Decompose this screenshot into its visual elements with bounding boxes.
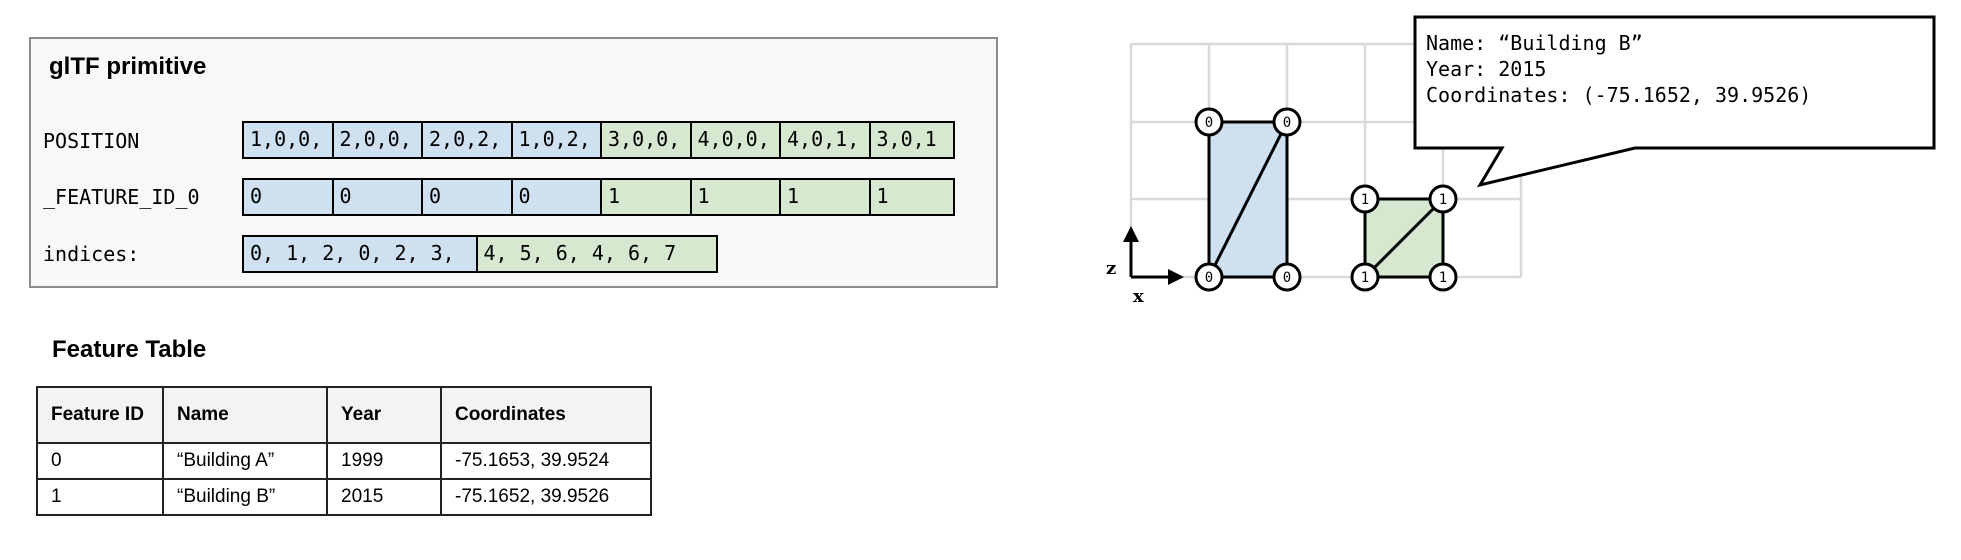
column-header: Feature ID [36, 386, 164, 444]
vertex-label: 0 [1205, 270, 1213, 286]
axis-x-label: x [1133, 286, 1144, 307]
vertex-label: 1 [1439, 270, 1447, 286]
building-a-diagonal [1207, 121, 1289, 278]
vertex-marker: 1 [1428, 262, 1458, 292]
primitive-title: glTF primitive [49, 53, 207, 80]
vertex-label: 1 [1439, 192, 1447, 208]
table-cell: 2015 [326, 478, 442, 516]
table-row: 0 “Building A” 1999 -75.1653, 39.9524 [36, 442, 652, 480]
callout-coordinates: Coordinates: (-75.1652, 39.9526) [1426, 83, 1812, 107]
table-cell: 0 [36, 442, 164, 480]
position-cell: 1,0,0, [242, 121, 334, 159]
position-cell: 2,0,0, [331, 121, 424, 159]
indices-cell: 0, 1, 2, 0, 2, 3, [242, 235, 478, 273]
feature-id-cell: 0 [510, 178, 603, 216]
callout-name: Name: “Building B” [1426, 31, 1643, 55]
table-cell: 1 [36, 478, 164, 516]
vertex-marker: 1 [1350, 184, 1380, 214]
feature-id-cell: 0 [331, 178, 424, 216]
feature-id-cell: 1 [689, 178, 782, 216]
table-cell: “Building A” [162, 442, 328, 480]
position-cell: 3,0,0, [600, 121, 692, 159]
column-header: Coordinates [440, 386, 652, 444]
feature-id-cell: 1 [868, 178, 955, 216]
position-cell: 4,0,0, [689, 121, 782, 159]
position-cell: 3,0,1 [868, 121, 955, 159]
vertex-label: 1 [1361, 192, 1369, 208]
gltf-primitive-panel: glTF primitive POSITION 1,0,0, 2,0,0, 2,… [29, 37, 998, 288]
table-cell: “Building B” [162, 478, 328, 516]
vertex-marker: 0 [1194, 107, 1224, 137]
feature-id-cell: 0 [242, 178, 334, 216]
z-arrow-icon [1123, 226, 1139, 242]
vertex-label: 0 [1283, 115, 1291, 131]
position-label: POSITION [43, 129, 140, 153]
feature-table: Feature ID Name Year Coordinates 0 “Buil… [36, 386, 652, 516]
vertex-marker: 1 [1350, 262, 1380, 292]
feature-id-cell: 1 [600, 178, 692, 216]
table-row: 1 “Building B” 2015 -75.1652, 39.9526 [36, 478, 652, 516]
callout-year: Year: 2015 [1426, 57, 1547, 81]
feature-id-label: _FEATURE_ID_0 [43, 185, 200, 209]
feature-id-cells: 0 0 0 0 1 1 1 1 [242, 178, 955, 216]
table-header-row: Feature ID Name Year Coordinates [36, 386, 652, 444]
callout-bubble [1413, 15, 1936, 188]
vertex-marker: 0 [1194, 262, 1224, 292]
indices-label: indices: [43, 242, 140, 266]
position-cell: 2,0,2, [421, 121, 513, 159]
vertex-label: 1 [1361, 270, 1369, 286]
axis-z-label: z [1106, 258, 1116, 279]
vertex-label: 0 [1205, 115, 1213, 131]
position-cell: 4,0,1, [779, 121, 871, 159]
feature-table-title: Feature Table [52, 336, 207, 363]
indices-cells: 0, 1, 2, 0, 2, 3, 4, 5, 6, 4, 6, 7 [242, 235, 718, 273]
feature-id-cell: 1 [779, 178, 871, 216]
feature-id-cell: 0 [421, 178, 513, 216]
vertex-label: 0 [1283, 270, 1291, 286]
geometry-diagram: z x 0 0 0 0 1 1 1 [1106, 15, 1936, 307]
vertex-marker: 1 [1428, 184, 1458, 214]
table-cell: 1999 [326, 442, 442, 480]
vertex-marker: 0 [1272, 107, 1302, 137]
vertex-marker: 0 [1272, 262, 1302, 292]
axis-gizmo: z x [1106, 226, 1184, 307]
table-cell: -75.1652, 39.9526 [440, 478, 652, 516]
building-b-diagonal [1363, 197, 1445, 279]
table-cell: -75.1653, 39.9524 [440, 442, 652, 480]
column-header: Year [326, 386, 442, 444]
indices-cell: 4, 5, 6, 4, 6, 7 [475, 235, 718, 273]
position-cells: 1,0,0, 2,0,0, 2,0,2, 1,0,2, 3,0,0, 4,0,0… [242, 121, 955, 159]
x-arrow-icon [1168, 269, 1184, 285]
position-cell: 1,0,2, [510, 121, 603, 159]
column-header: Name [162, 386, 328, 444]
